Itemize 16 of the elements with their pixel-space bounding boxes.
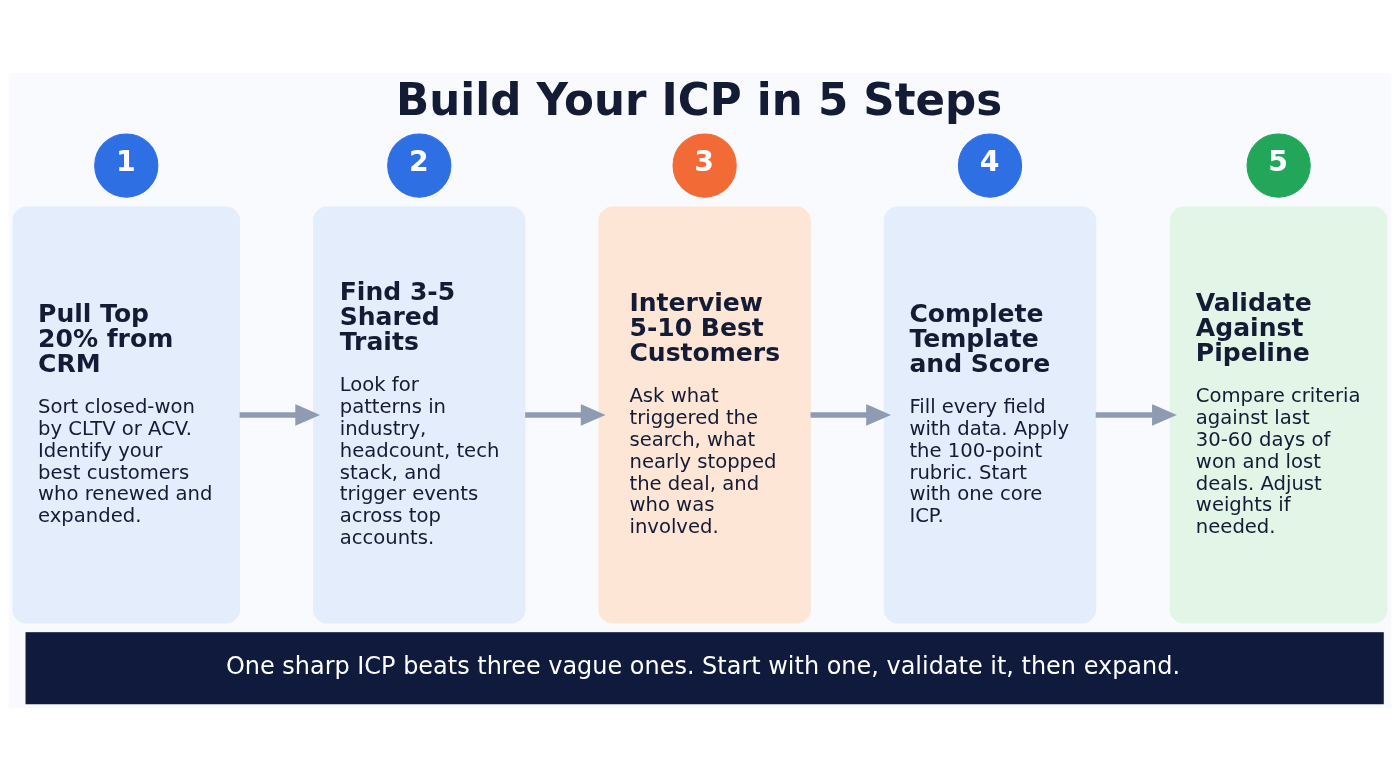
- arrow: [239, 404, 321, 426]
- arrow: [810, 404, 891, 426]
- node-box: Complete Template and Score Fill every field with data. Apply the 100-point rubric. Start with one core ICP.: [883, 206, 1097, 624]
- node-circle: 3: [672, 133, 737, 198]
- node-circle: 1: [94, 133, 159, 198]
- node-box: One sharp ICP beats three vague ones. Start with one, validate it, then expand.: [25, 632, 1384, 705]
- arrow: [1095, 404, 1177, 426]
- diagram-title: Build Your ICP in 5 Steps: [396, 75, 1003, 126]
- node-box: Interview 5-10 Best Customers Ask what triggered the search, what nearly stopped the deal, and who was involved.: [598, 206, 811, 624]
- node-box: Find 3-5 Shared Traits Look for patterns in industry, headcount, tech stack, and trigger events across top accounts.: [313, 206, 526, 624]
- node-box: Validate Against Pipeline Compare criteria against last 30-60 days of won and lost deals. Adjust weights if needed.: [1169, 206, 1388, 624]
- arrow: [525, 404, 606, 426]
- node-circle: 4: [957, 133, 1023, 198]
- node-circle: 5: [1246, 133, 1311, 198]
- node-box: Pull Top 20% from CRM Sort closed-won by CLTV or ACV. Identify your best customers who renewed and expanded.: [12, 206, 241, 624]
- node-circle: 2: [387, 133, 452, 198]
